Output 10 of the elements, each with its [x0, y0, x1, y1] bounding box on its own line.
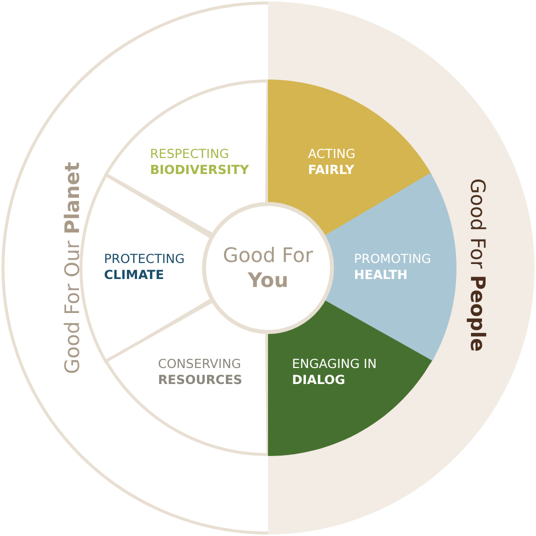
segment-label: PROTECTING CLIMATE [104, 251, 185, 284]
segment-label: PROMOTING HEALTH [354, 251, 432, 284]
segment-label: ENGAGING IN DIALOG [292, 356, 377, 388]
segment-label: RESPECTING BIODIVERSITY [150, 146, 249, 178]
center-circle [201, 201, 335, 335]
segment-label: ACTING FAIRLY [308, 146, 356, 178]
heading-text: Good For You [222, 243, 314, 293]
heading-text: Good For Our Planet [59, 162, 85, 374]
segment-label: CONSERVING RESOURCES [158, 356, 242, 388]
heading-text: Good For People [465, 178, 491, 352]
